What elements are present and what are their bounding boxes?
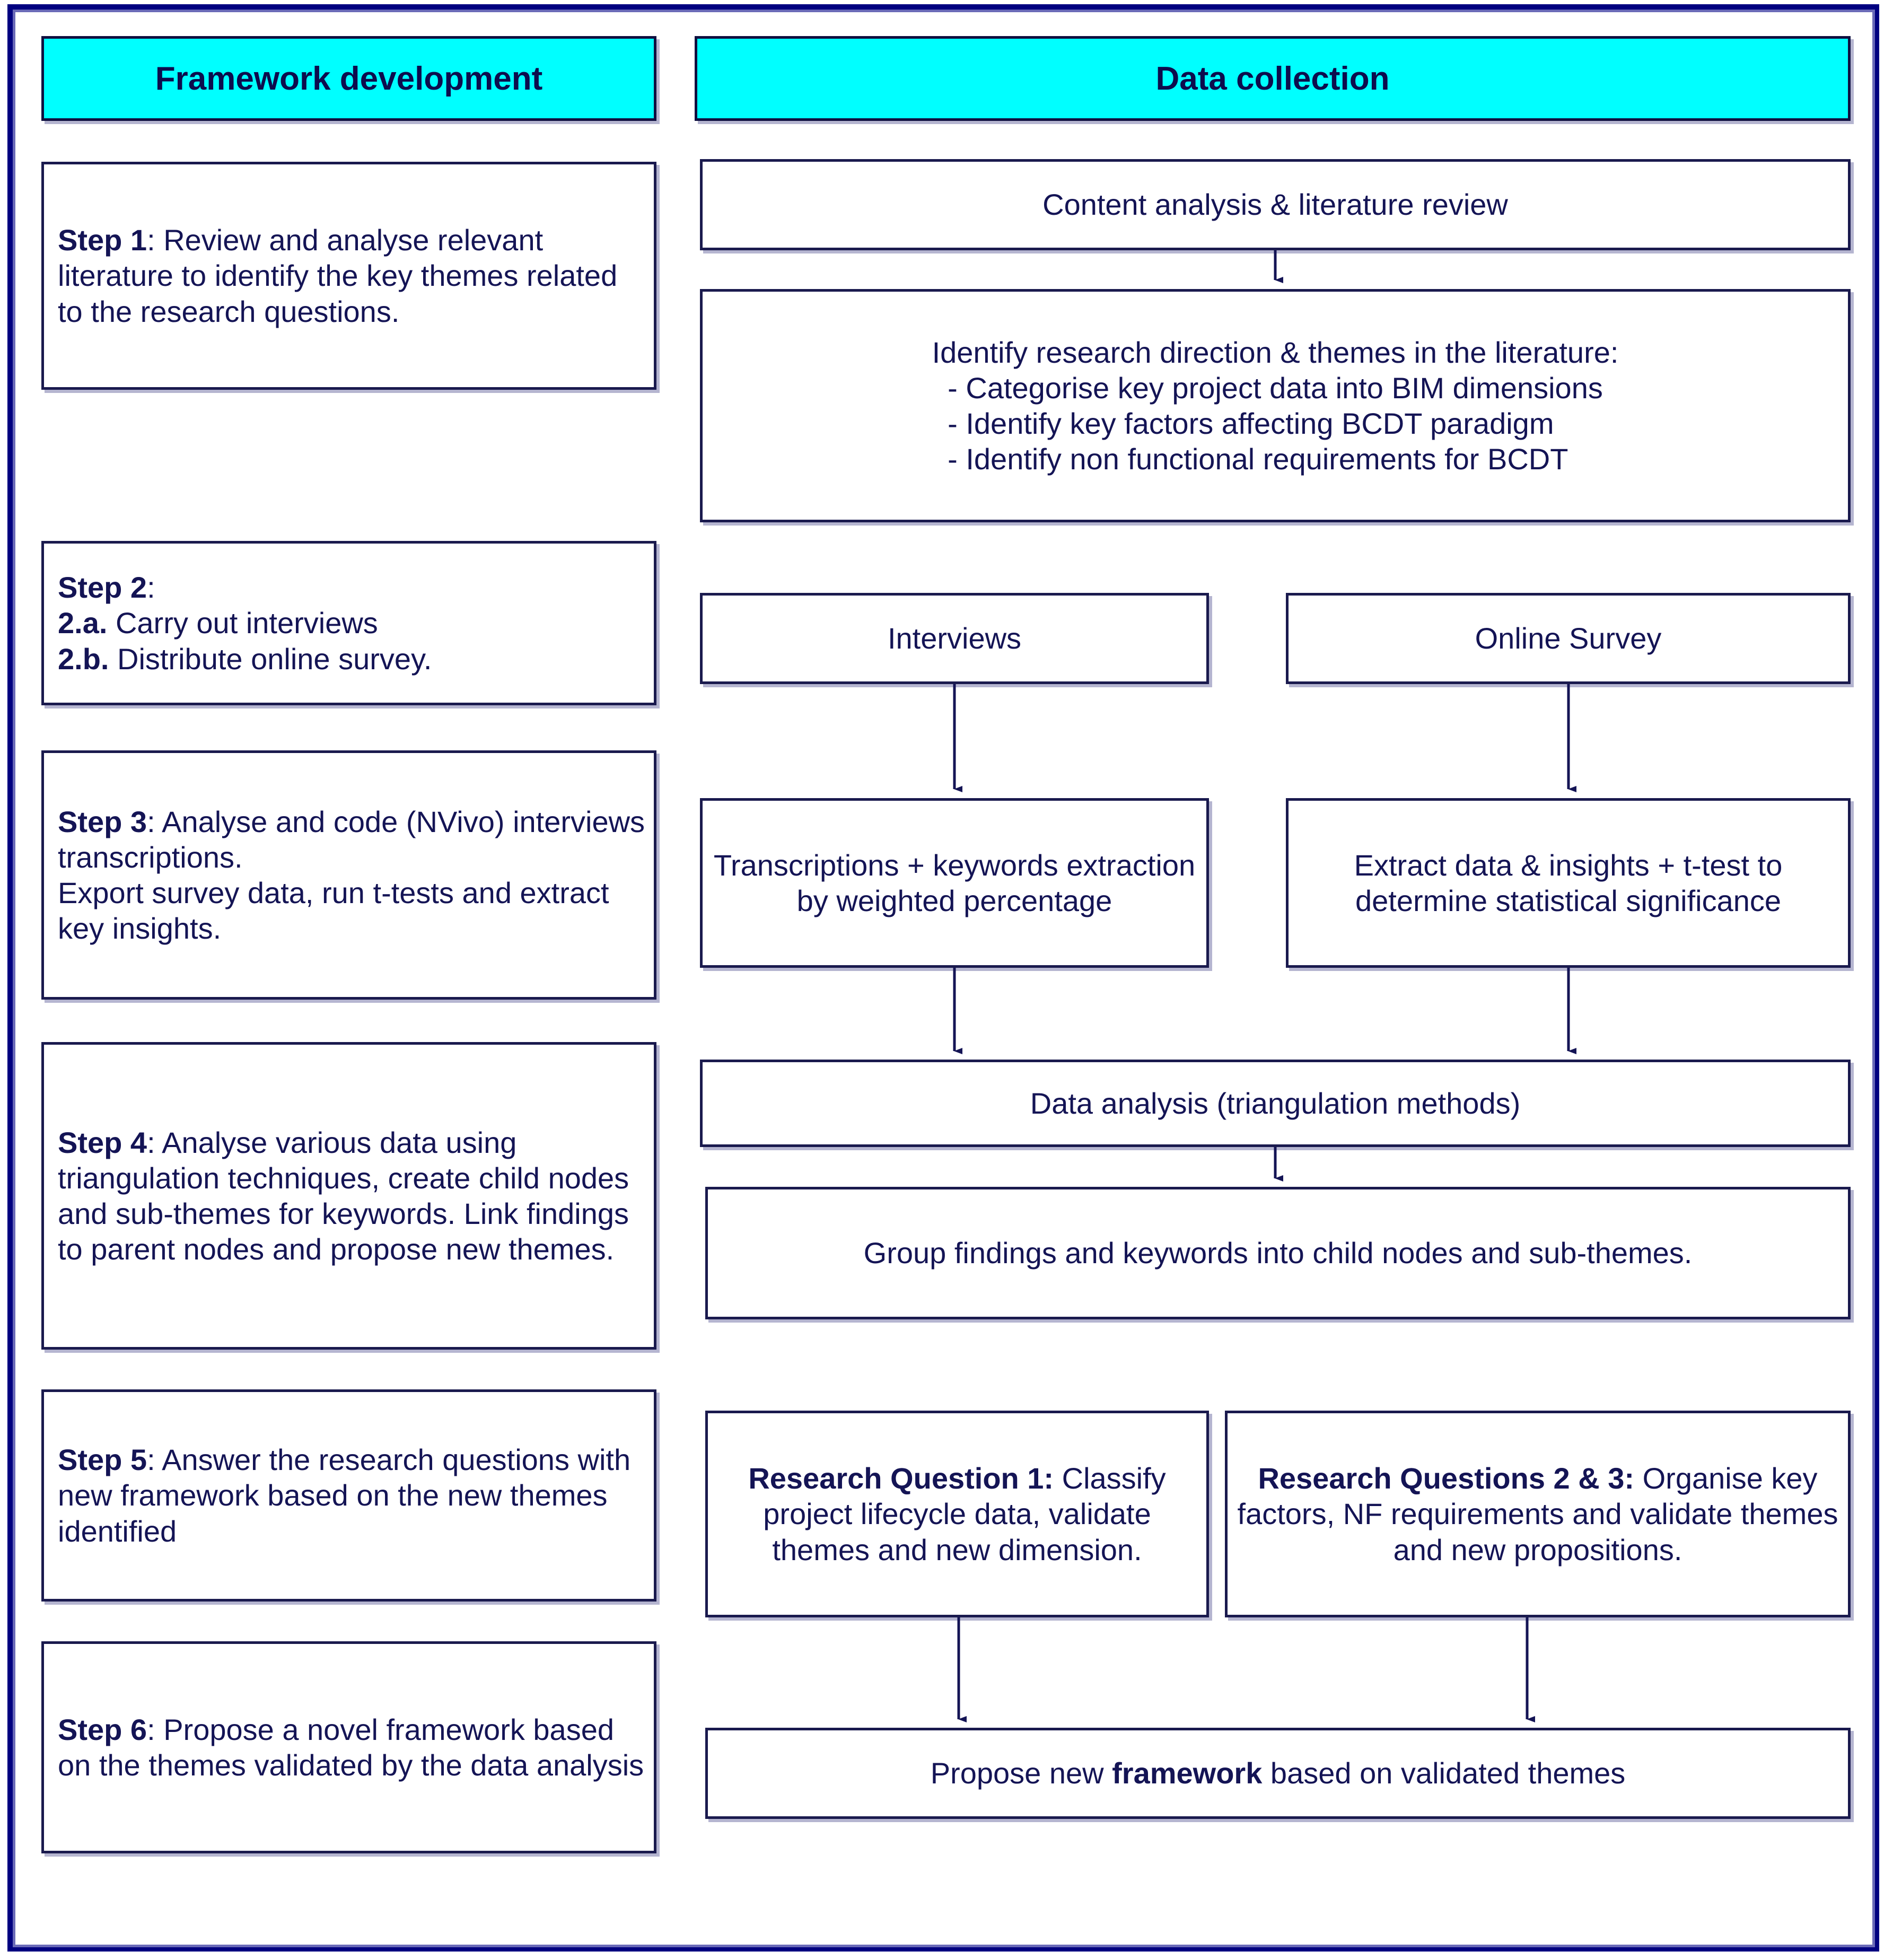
column-header-data-collection-label: Data collection	[1155, 60, 1390, 97]
step-1-separator: :	[147, 223, 164, 257]
step-1-body: Review and analyse relevant literature t…	[58, 223, 618, 328]
step-1-label: Step 1	[58, 223, 147, 257]
propose-framework-bold: framework	[1112, 1756, 1263, 1790]
extract-data-text: Extract data & insights + t-test to dete…	[1354, 848, 1783, 917]
step-3-body: Analyse and code (NVivo) interviews tran…	[58, 804, 645, 874]
step-1-box: Step 1: Review and analyse relevant lite…	[41, 162, 656, 390]
step-4-separator: :	[147, 1125, 162, 1159]
identify-research-direction-content: Identify research direction & themes in …	[710, 335, 1841, 477]
propose-framework-text: Propose new framework based on validated…	[715, 1755, 1841, 1791]
research-question-1-body: Classify project lifecycle data, validat…	[763, 1462, 1166, 1567]
step-4-box: Step 4: Analyse various data using trian…	[41, 1042, 656, 1350]
propose-framework-post: based on validated themes	[1262, 1756, 1626, 1790]
column-header-framework-development-label: Framework development	[155, 60, 543, 97]
step-2a-body: Carry out interviews	[107, 606, 378, 640]
step-5-separator: :	[147, 1443, 162, 1477]
step-2-separator: :	[147, 571, 155, 605]
group-findings-text: Group findings and keywords into child n…	[863, 1236, 1693, 1270]
transcriptions-text: Transcriptions + keywords extraction by …	[713, 848, 1196, 917]
step-3-text: Step 3: Analyse and code (NVivo) intervi…	[58, 804, 646, 947]
content-analysis-text: Content analysis & literature review	[1042, 188, 1508, 222]
step-5-body: Answer the research questions with new f…	[58, 1443, 631, 1548]
data-analysis-box: Data analysis (triangulation methods)	[700, 1060, 1851, 1147]
step-2-box: Step 2: 2.a. Carry out interviews 2.b. D…	[41, 541, 656, 705]
content-analysis-box: Content analysis & literature review	[700, 159, 1851, 250]
interviews-text: Interviews	[887, 622, 1022, 655]
step-6-body: Propose a novel framework based on the t…	[58, 1712, 644, 1782]
step-5-box: Step 5: Answer the research questions wi…	[41, 1389, 656, 1602]
online-survey-box: Online Survey	[1286, 593, 1851, 684]
group-findings-box: Group findings and keywords into child n…	[705, 1187, 1851, 1319]
propose-framework-box: Propose new framework based on validated…	[705, 1728, 1851, 1819]
data-analysis-text: Data analysis (triangulation methods)	[1030, 1086, 1521, 1120]
research-question-1-label: Research Question 1:	[748, 1462, 1054, 1495]
research-question-2-3-body: Organise key factors, NF requirements an…	[1237, 1462, 1838, 1567]
step-3-separator: :	[147, 804, 162, 838]
identify-research-direction-bullet-2: - Identify key factors affecting BCDT pa…	[948, 407, 1554, 440]
identify-research-direction-bullet-3: - Identify non functional requirements f…	[948, 442, 1568, 476]
step-6-separator: :	[147, 1712, 164, 1746]
column-header-data-collection: Data collection	[695, 36, 1851, 121]
identify-research-direction-box: Identify research direction & themes in …	[700, 289, 1851, 522]
step-4-label: Step 4	[58, 1125, 147, 1159]
step-5-label: Step 5	[58, 1443, 147, 1477]
research-question-1-box: Research Question 1: Classify project li…	[705, 1411, 1209, 1617]
step-6-label: Step 6	[58, 1712, 147, 1746]
step-2a-label: 2.a.	[58, 606, 108, 640]
step-3-body-2: Export survey data, run t-tests and extr…	[58, 876, 609, 946]
step-4-body: Analyse various data using triangulation…	[58, 1125, 629, 1266]
identify-research-direction-title: Identify research direction & themes in …	[932, 335, 1619, 369]
step-5-text: Step 5: Answer the research questions wi…	[58, 1442, 646, 1549]
step-6-text: Step 6: Propose a novel framework based …	[58, 1712, 646, 1783]
interviews-box: Interviews	[700, 593, 1209, 684]
step-6-box: Step 6: Propose a novel framework based …	[41, 1641, 656, 1853]
step-3-label: Step 3	[58, 804, 147, 838]
identify-research-direction-bullet-1: - Categorise key project data into BIM d…	[948, 371, 1603, 405]
step-2-label: Step 2	[58, 571, 147, 605]
step-4-text: Step 4: Analyse various data using trian…	[58, 1125, 646, 1267]
step-1-text: Step 1: Review and analyse relevant lite…	[58, 222, 646, 329]
propose-framework-pre: Propose new	[930, 1756, 1112, 1790]
transcriptions-box: Transcriptions + keywords extraction by …	[700, 798, 1209, 968]
research-question-1-content: Research Question 1: Classify project li…	[715, 1460, 1199, 1568]
column-header-framework-development: Framework development	[41, 36, 656, 121]
research-question-2-3-box: Research Questions 2 & 3: Organise key f…	[1225, 1411, 1851, 1617]
research-question-2-3-content: Research Questions 2 & 3: Organise key f…	[1235, 1460, 1841, 1568]
extract-data-box: Extract data & insights + t-test to dete…	[1286, 798, 1851, 968]
online-survey-text: Online Survey	[1475, 622, 1662, 655]
step-2-text: Step 2: 2.a. Carry out interviews 2.b. D…	[58, 570, 646, 677]
step-2b-label: 2.b.	[58, 642, 109, 676]
step-3-box: Step 3: Analyse and code (NVivo) intervi…	[41, 750, 656, 1000]
research-question-2-3-label: Research Questions 2 & 3:	[1258, 1462, 1635, 1495]
step-2b-body: Distribute online survey.	[109, 642, 432, 676]
